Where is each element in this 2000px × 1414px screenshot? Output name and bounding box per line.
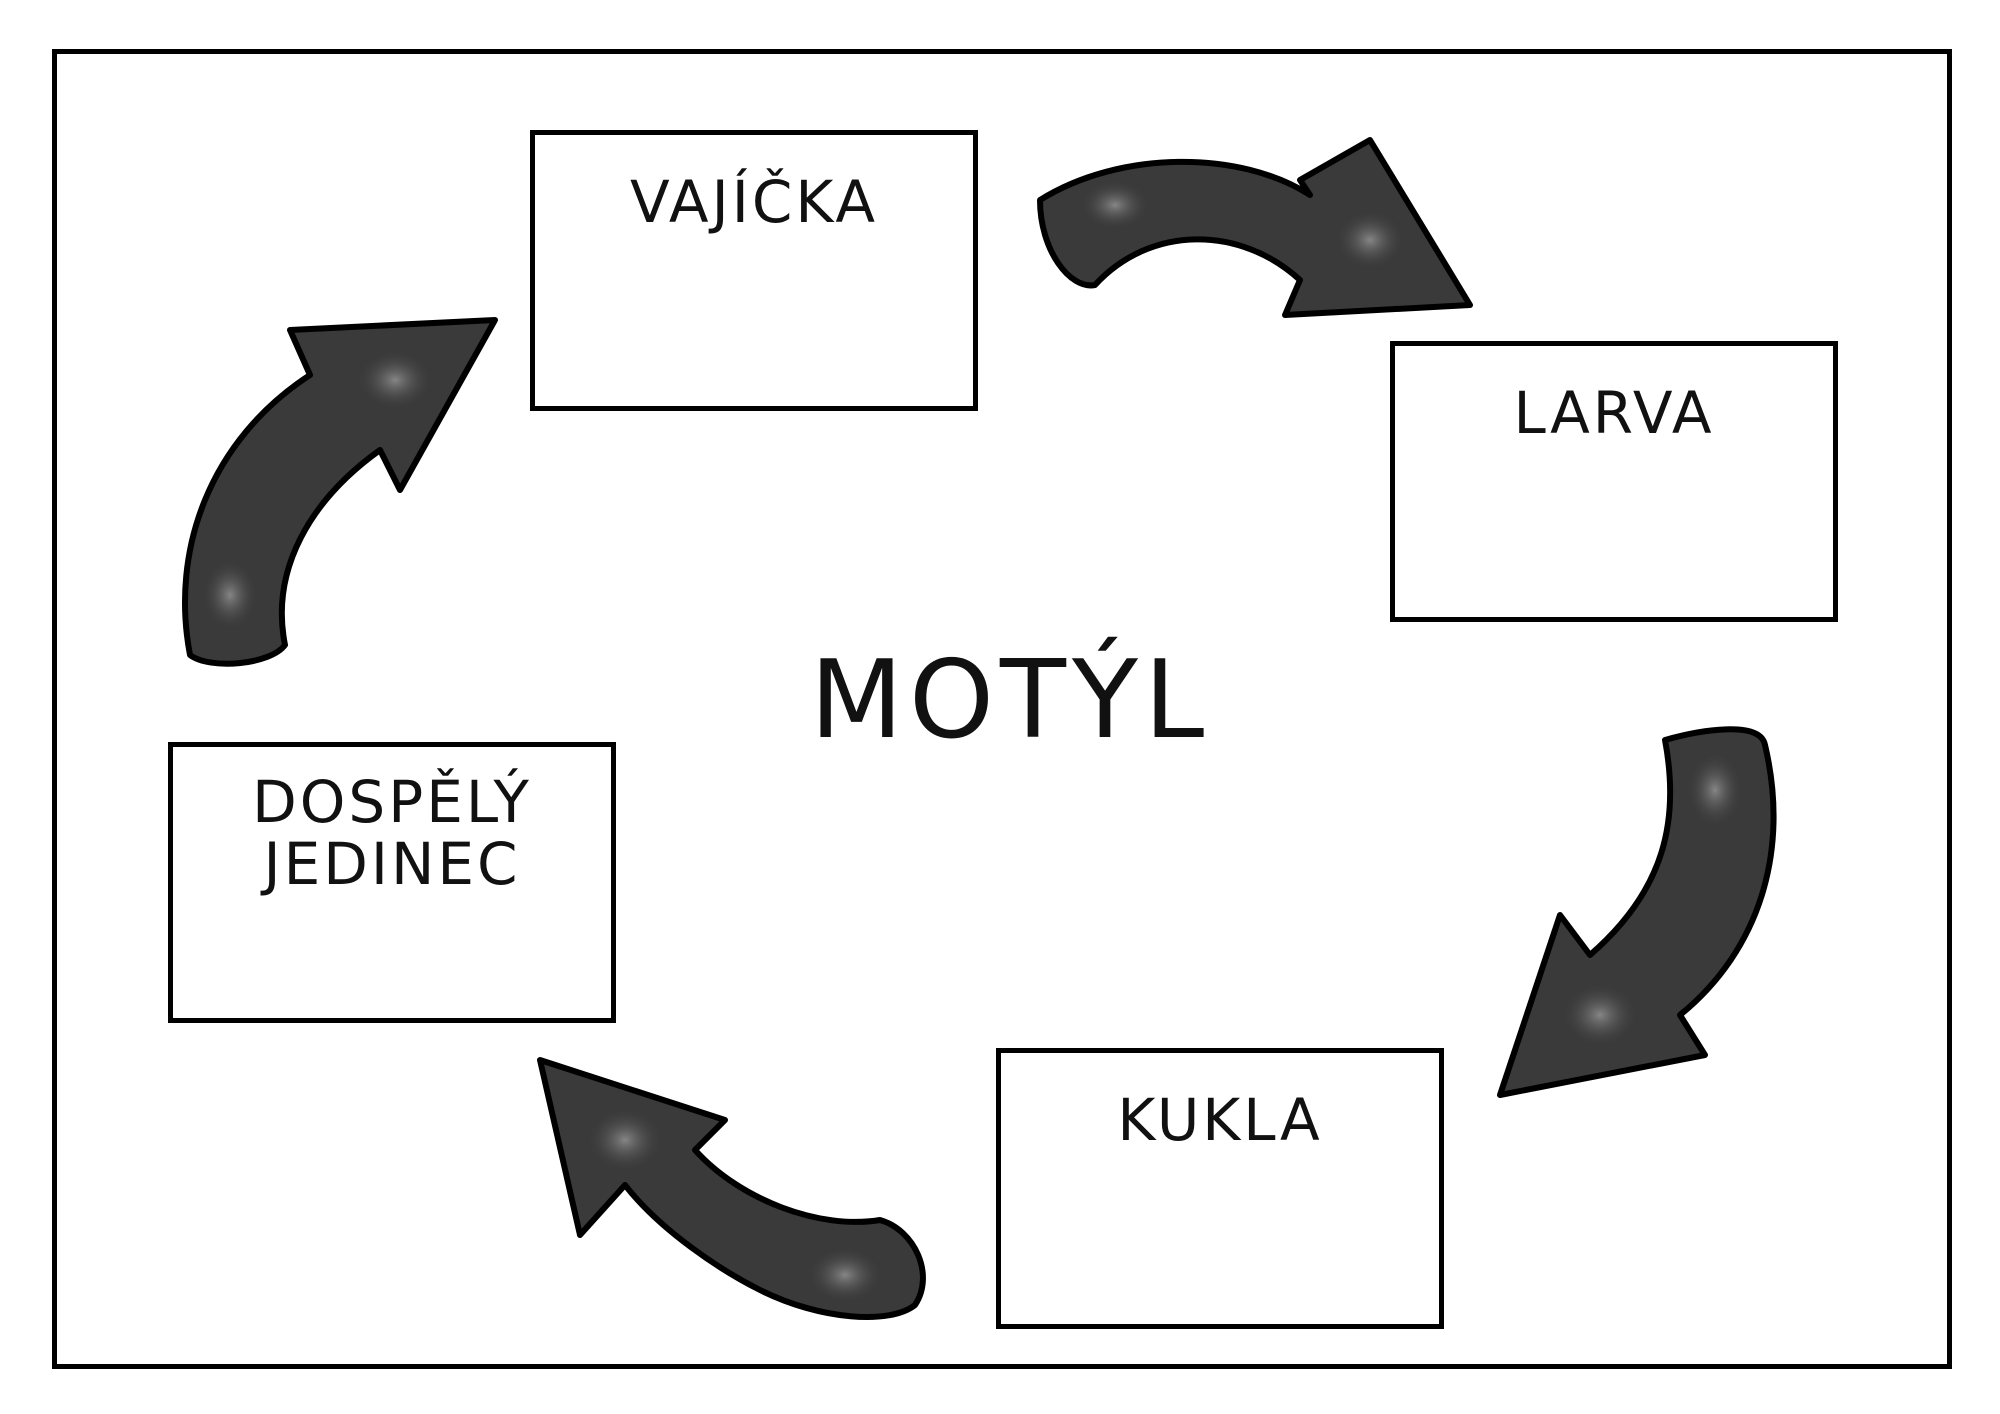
stage-box-larva: LARVA [1390,341,1838,622]
arrow-larva-to-pupa-icon [1497,726,1777,1098]
arrow-adult-to-eggs-icon [182,317,498,667]
worksheet-frame [52,49,1952,1369]
stage-label-adult: DOSPĚLÝ JEDINEC [252,768,532,898]
arrow-eggs-to-larva-icon [1037,137,1473,318]
stage-label-pupa: KUKLA [1117,1086,1323,1154]
stage-box-pupa: KUKLA [996,1048,1444,1329]
arrow-pupa-to-adult-icon [537,1057,926,1320]
stage-box-eggs: VAJÍČKA [530,130,978,411]
stage-box-adult: DOSPĚLÝ JEDINEC [168,742,616,1023]
diagram-title: MOTÝL [809,638,1211,763]
stage-label-larva: LARVA [1513,379,1715,447]
stage-label-eggs: VAJÍČKA [629,168,879,236]
